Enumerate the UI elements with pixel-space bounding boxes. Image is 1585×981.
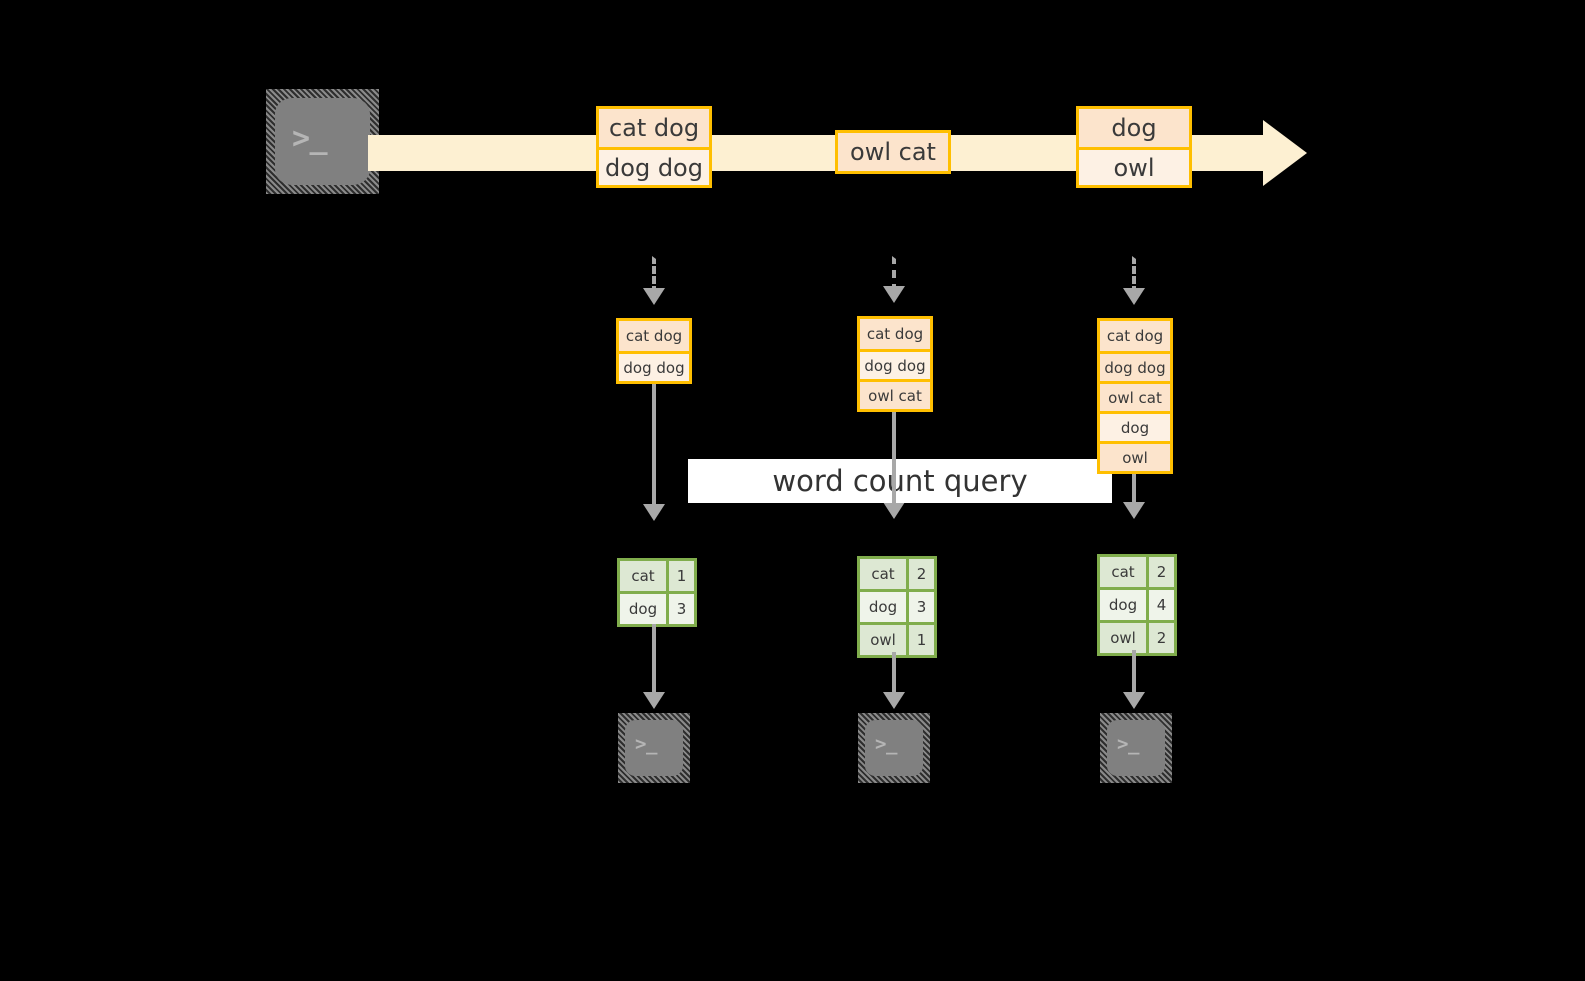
count-value: 2 [1146, 623, 1174, 653]
buffer-record: dog dog [619, 351, 689, 381]
count-word: dog [1100, 590, 1146, 620]
terminal-icon-body [865, 720, 923, 776]
buffer-to-counts-connector-1-over-banner [652, 459, 656, 503]
event-stream-arrow-head [1263, 120, 1307, 186]
table-row: owl 1 [860, 622, 934, 655]
stream-record-group-2: owl cat [835, 130, 951, 174]
buffer-record: owl cat [860, 379, 930, 409]
count-value: 4 [1146, 590, 1174, 620]
stream-to-buffer-arrowhead-3 [1123, 288, 1145, 305]
buffer-to-counts-connector-2 [892, 412, 896, 502]
terminal-prompt-glyph: >_ [635, 733, 658, 755]
stream-record-group-3: dog owl [1076, 106, 1192, 188]
terminal-icon-body [275, 98, 370, 185]
stream-record: dog [1079, 109, 1189, 147]
stream-record: cat dog [599, 109, 709, 147]
buffer-to-counts-connector-3 [1132, 474, 1136, 502]
buffer-record: dog dog [1100, 351, 1170, 381]
query-banner-label: word count query [772, 464, 1028, 498]
buffer-records-3-overlay: cat dog dog dog owl cat dog owl [1097, 318, 1173, 474]
stream-to-buffer-arrowhead-2 [883, 286, 905, 303]
terminal-prompt-glyph: >_ [875, 733, 898, 755]
count-word: cat [1100, 557, 1146, 587]
word-count-table-1: cat 1 dog 3 [617, 558, 697, 627]
stream-record: dog dog [599, 147, 709, 185]
table-row: dog 3 [860, 589, 934, 622]
table-row: cat 2 [860, 559, 934, 589]
count-word: dog [620, 594, 666, 624]
stream-to-buffer-arrowhead-1 [643, 288, 665, 305]
terminal-icon-body [1107, 720, 1165, 776]
stream-record: owl cat [838, 133, 948, 171]
table-row: dog 3 [620, 591, 694, 624]
counts-to-consumer-arrowhead-2 [883, 692, 905, 709]
count-value: 1 [666, 561, 694, 591]
buffer-to-counts-arrowhead-1 [643, 504, 665, 521]
buffer-record: cat dog [1100, 321, 1170, 351]
counts-to-consumer-arrowhead-1 [643, 692, 665, 709]
terminal-prompt-glyph: >_ [1117, 733, 1140, 755]
count-word: owl [860, 625, 906, 655]
terminal-icon-consumer-2: >_ [858, 713, 930, 783]
count-word: cat [860, 559, 906, 589]
count-value: 2 [906, 559, 934, 589]
counts-to-consumer-connector-2 [892, 652, 896, 692]
terminal-prompt-glyph: >_ [292, 121, 328, 156]
table-row: owl 2 [1100, 620, 1174, 653]
count-word: owl [1100, 623, 1146, 653]
count-value: 1 [906, 625, 934, 655]
terminal-icon-consumer-1: >_ [618, 713, 690, 783]
count-value: 3 [906, 592, 934, 622]
buffer-to-counts-connector-1 [652, 384, 656, 504]
table-row: cat 1 [620, 561, 694, 591]
buffer-record: cat dog [860, 319, 930, 349]
buffer-to-counts-arrowhead-3 [1123, 502, 1145, 519]
counts-to-consumer-arrowhead-3 [1123, 692, 1145, 709]
word-count-table-3: cat 2 dog 4 owl 2 [1097, 554, 1177, 656]
count-word: dog [860, 592, 906, 622]
counts-to-consumer-connector-1 [652, 624, 656, 692]
word-count-table-2: cat 2 dog 3 owl 1 [857, 556, 937, 658]
count-value: 2 [1146, 557, 1174, 587]
table-row: cat 2 [1100, 557, 1174, 587]
terminal-icon-body [625, 720, 683, 776]
table-row: dog 4 [1100, 587, 1174, 620]
buffer-records-1: cat dog dog dog [616, 318, 692, 384]
count-value: 3 [666, 594, 694, 624]
buffer-record: owl cat [1100, 381, 1170, 411]
buffer-records-2: cat dog dog dog owl cat [857, 316, 933, 412]
buffer-record: owl [1100, 441, 1170, 471]
terminal-icon-producer: >_ [266, 89, 379, 194]
counts-to-consumer-connector-3 [1132, 650, 1136, 692]
count-word: cat [620, 561, 666, 591]
buffer-to-counts-arrowhead-2 [883, 502, 905, 519]
buffer-record: dog [1100, 411, 1170, 441]
query-banner: word count query [688, 459, 1112, 503]
buffer-to-counts-connector-2-over-banner [892, 459, 896, 503]
buffer-record: dog dog [860, 349, 930, 379]
stream-record-group-1: cat dog dog dog [596, 106, 712, 188]
buffer-record: cat dog [619, 321, 689, 351]
terminal-icon-consumer-3: >_ [1100, 713, 1172, 783]
stream-record: owl [1079, 147, 1189, 185]
